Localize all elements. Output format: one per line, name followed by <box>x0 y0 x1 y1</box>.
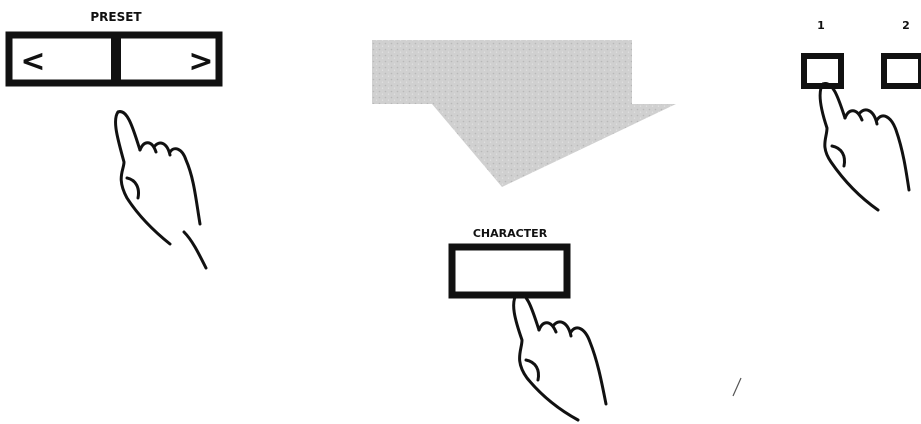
character-group: CHARACTER <box>452 227 606 420</box>
preset-right-button[interactable]: > <box>188 44 213 79</box>
button-2-label: 2 <box>902 19 910 32</box>
down-arrow-icon <box>372 40 676 187</box>
character-label: CHARACTER <box>473 227 548 240</box>
chevron-left-icon: < <box>20 44 45 79</box>
button-1-label: 1 <box>817 19 825 32</box>
preset-group: PRESET < > <box>9 10 219 268</box>
preset-divider <box>111 33 121 85</box>
preset-buttons[interactable]: < > <box>9 33 219 85</box>
chevron-right-icon: > <box>188 44 213 79</box>
number-button-1[interactable] <box>804 56 841 86</box>
stray-mark <box>733 378 741 396</box>
pointing-hand-icon <box>514 294 606 420</box>
pointing-hand-icon <box>820 83 909 210</box>
character-button[interactable] <box>452 247 567 295</box>
number-button-2[interactable] <box>884 56 921 86</box>
preset-label: PRESET <box>90 10 142 24</box>
number-buttons-group: 1 2 <box>804 19 921 210</box>
pointing-hand-icon <box>116 112 206 268</box>
preset-left-button[interactable]: < <box>20 44 45 79</box>
